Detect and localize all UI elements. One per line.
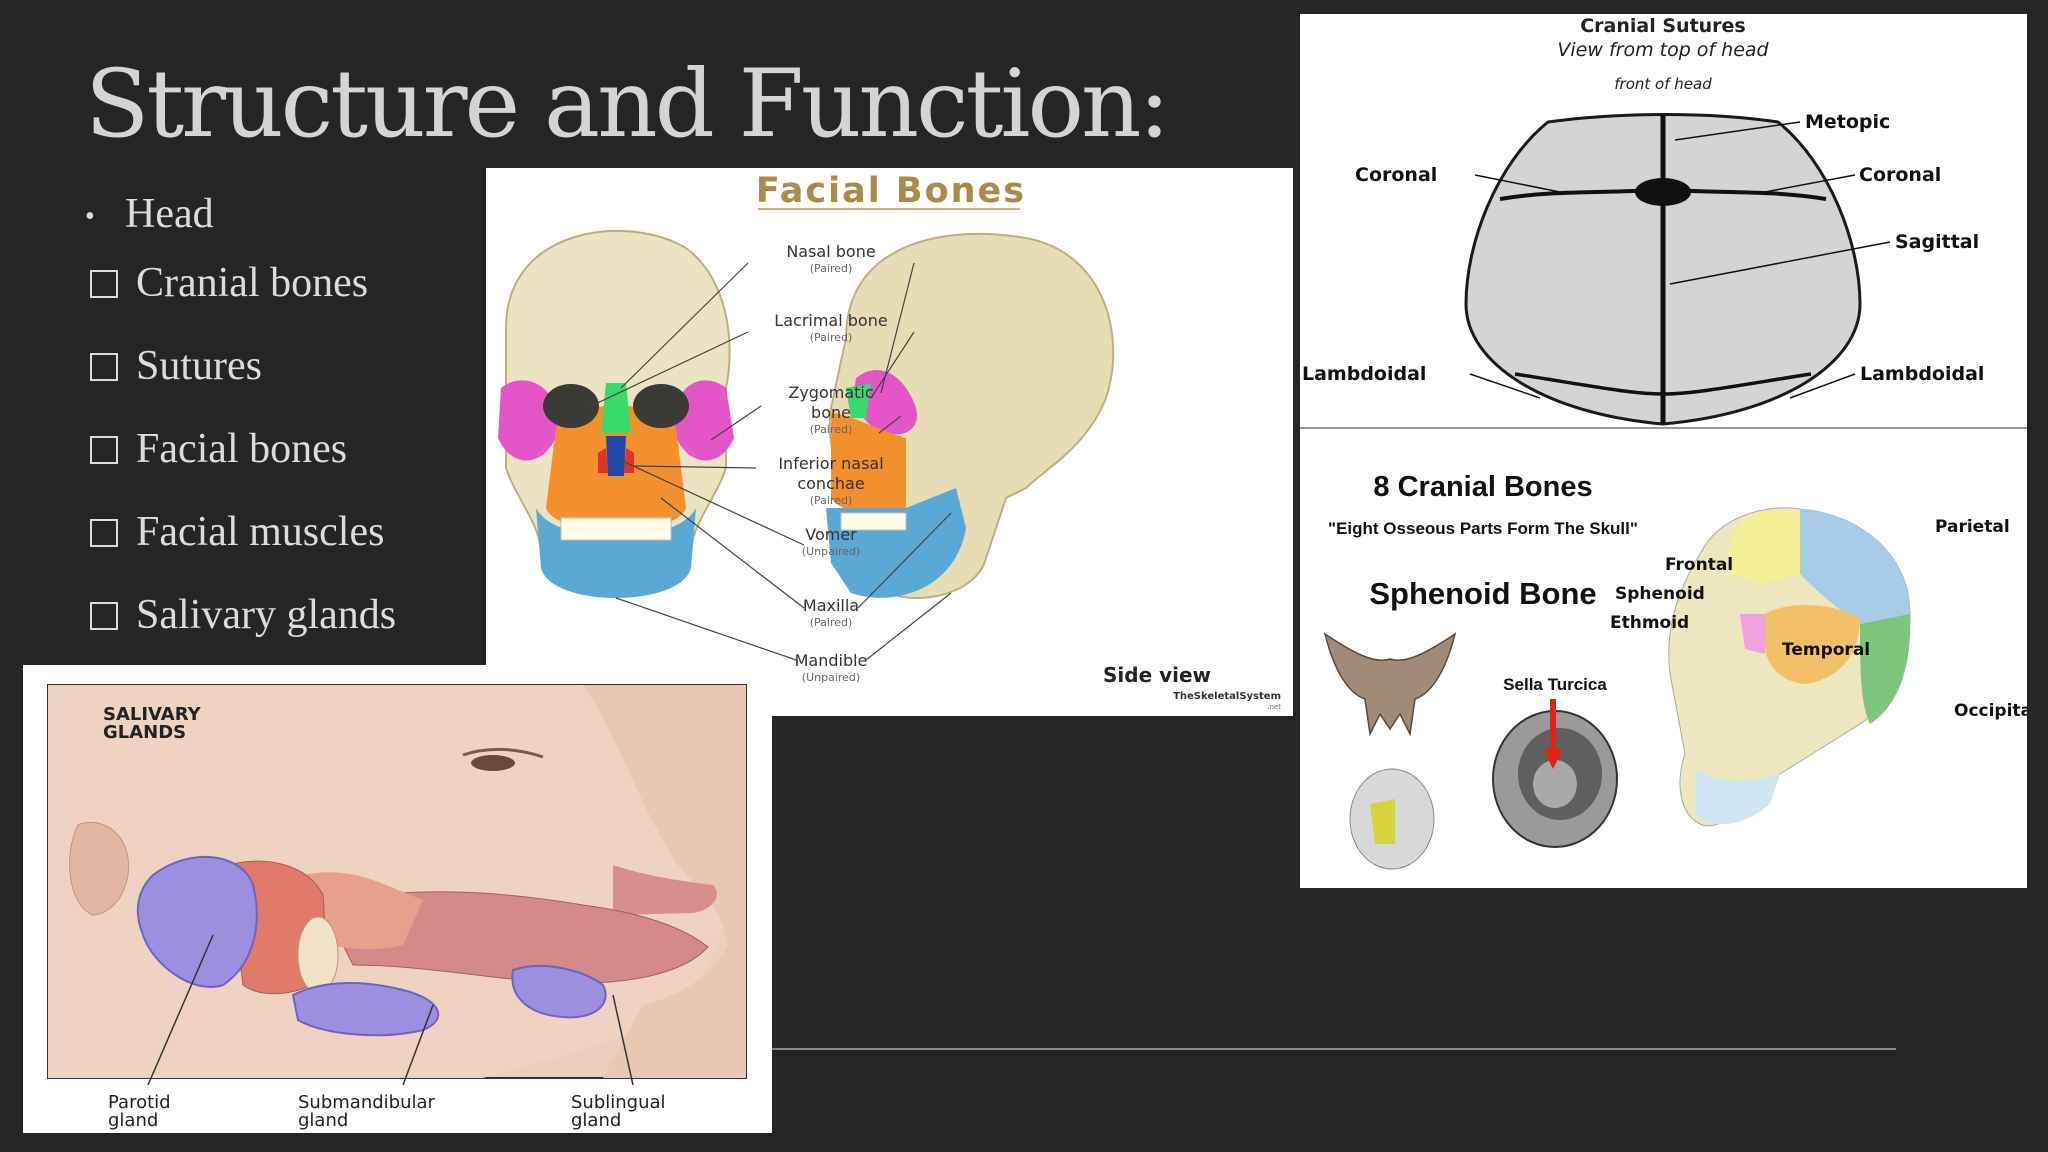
label-lambdoidal-left: Lambdoidal (1302, 363, 1426, 385)
label-sagittal: Sagittal (1895, 231, 1979, 253)
tongue-and-muscles-illustration (227, 860, 709, 995)
label-occipital: Occipital (1954, 701, 2027, 721)
label-coronal-left: Coronal (1355, 164, 1437, 186)
checkbox-icon (90, 436, 118, 464)
label-parietal: Parietal (1935, 517, 2010, 537)
checkbox-label: Facial muscles (136, 509, 385, 555)
label-vomer-note: (Unpaired) (802, 545, 860, 558)
salivary-glands-diagram: SALIVARY GLANDS Parotid gland Submandibu… (47, 684, 747, 1131)
label-parotid: Parotid (108, 1092, 171, 1113)
title-underline (758, 208, 1020, 210)
checkbox-icon (90, 519, 118, 547)
side-skull-illustration (826, 232, 1115, 599)
label-sphenoid: Sphenoid (1615, 584, 1705, 604)
mnemonic-text: "Eight Osseous Parts Form The Skull" (1328, 519, 1638, 538)
glands-illustration (136, 855, 607, 1037)
checkbox-item-facial-muscles: Facial muscles (90, 511, 384, 553)
salivary-title-line2: GLANDS (103, 722, 186, 743)
sphenoid-bone-title: Sphenoid Bone (1369, 576, 1596, 611)
red-arrow-icon (1543, 699, 1563, 769)
lateral-skull-colored-illustration (1668, 507, 1911, 827)
front-of-head-label: front of head (1614, 75, 1712, 93)
checkbox-icon (90, 602, 118, 630)
sutures-title: Cranial Sutures (1580, 15, 1746, 37)
label-inferior-nasal-line2: conchae (797, 474, 864, 493)
side-view-label: Side view (1103, 663, 1211, 687)
label-maxilla: Maxilla (803, 596, 859, 615)
sutures-leader-lines (1469, 121, 1891, 399)
label-zygomatic-note: (Paired) (810, 423, 853, 436)
label-inferior-nasal-note: (Paired) (810, 494, 853, 507)
cranial-diagram: Cranial Sutures View from top of head fr… (1300, 15, 2027, 870)
label-nasal-bone-note: (Paired) (810, 262, 853, 275)
bullet-head: • Head (85, 190, 214, 238)
cranial-bones-title: 8 Cranial Bones (1373, 471, 1592, 503)
label-sublingual-line2: gland (571, 1110, 621, 1131)
bullet-head-label: Head (125, 191, 214, 237)
slide-title: Structure and Function: (85, 50, 1170, 159)
salivary-glands-figure: SALIVARY GLANDS Parotid gland Submandibu… (23, 665, 772, 1133)
label-zygomatic-line2: bone (811, 403, 851, 422)
sutures-subtitle: View from top of head (1557, 39, 1769, 61)
facial-bones-figure: Facial Bones Nasal b (486, 168, 1293, 716)
label-maxilla-note: (Paired) (810, 616, 853, 629)
checkbox-icon (90, 270, 118, 298)
label-lacrimal-bone-note: (Paired) (810, 331, 853, 344)
label-inferior-nasal: Inferior nasal (778, 454, 883, 473)
checkbox-label: Facial bones (136, 426, 348, 472)
checkbox-item-sutures: Sutures (90, 345, 262, 387)
label-frontal: Frontal (1665, 555, 1733, 575)
label-mandible: Mandible (795, 651, 868, 670)
checkbox-item-salivary-glands: Salivary glands (90, 594, 396, 636)
facial-bones-title: Facial Bones (756, 171, 1026, 211)
label-temporal: Temporal (1782, 640, 1870, 660)
label-lambdoidal-right: Lambdoidal (1860, 363, 1984, 385)
skull-sella-illustration (1492, 710, 1618, 848)
salivary-title: SALIVARY (103, 704, 202, 725)
credit-label: TheSkeletalSystem (1173, 691, 1281, 702)
label-coronal-right: Coronal (1859, 164, 1941, 186)
cranial-figure: Cranial Sutures View from top of head fr… (1300, 14, 2027, 888)
salivary-leader-lines (147, 934, 634, 1086)
label-mandible-note: (Unpaired) (802, 671, 860, 684)
label-nasal-bone: Nasal bone (786, 242, 875, 261)
skull-top-illustration (1464, 113, 1862, 426)
checkbox-icon (90, 353, 118, 381)
label-parotid-line2: gland (108, 1110, 158, 1131)
checkbox-label: Salivary glands (136, 592, 397, 638)
credit-label-suffix: .net (1267, 703, 1281, 711)
label-metopic: Metopic (1805, 111, 1890, 133)
checkbox-label: Cranial bones (136, 260, 369, 306)
label-ethmoid: Ethmoid (1610, 613, 1689, 633)
sphenoid-illustration (1323, 632, 1457, 870)
facial-bones-diagram: Facial Bones Nasal b (498, 171, 1281, 711)
sella-turcica-label: Sella Turcica (1503, 675, 1607, 694)
front-skull-illustration (498, 229, 734, 598)
checkbox-label: Sutures (136, 343, 262, 389)
label-vomer: Vomer (805, 525, 857, 544)
footer-rule (772, 1048, 1896, 1050)
label-submandibular: Submandibular (298, 1092, 436, 1113)
label-zygomatic: Zygomatic (788, 383, 873, 402)
label-sublingual: Sublingual (571, 1092, 666, 1113)
checkbox-item-cranial-bones: Cranial bones (90, 262, 368, 304)
label-submandibular-line2: gland (298, 1110, 348, 1131)
leader-lines (590, 262, 952, 661)
label-lacrimal-bone: Lacrimal bone (774, 311, 887, 330)
checkbox-item-facial-bones: Facial bones (90, 428, 347, 470)
bullet-dot: • (85, 201, 95, 233)
